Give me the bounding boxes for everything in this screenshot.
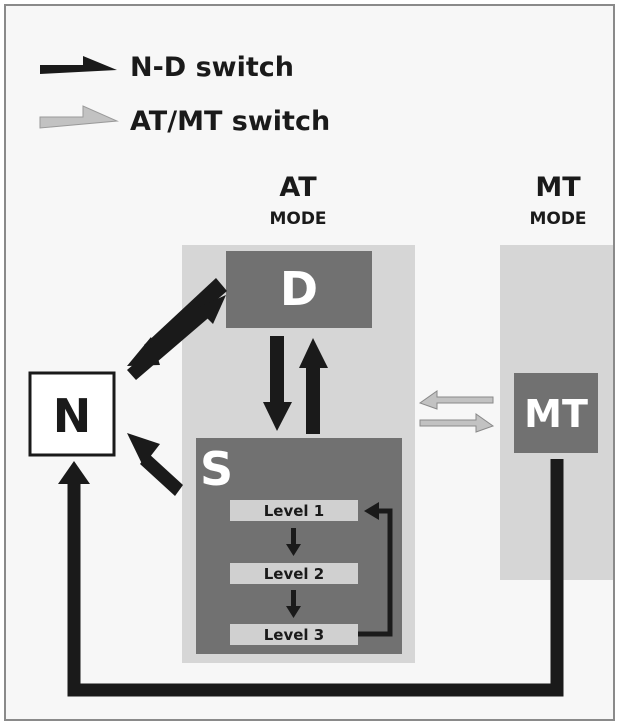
- mt-mode-title: MT: [535, 172, 581, 203]
- s-state-label: S: [200, 442, 233, 496]
- at-mode-title: AT: [279, 172, 317, 203]
- level-2-label: Level 2: [264, 565, 324, 583]
- n-to-d-arrow-icon: [127, 295, 226, 380]
- s-to-d-arrow-icon: [299, 338, 328, 434]
- legend-atmt-label: AT/MT switch: [130, 106, 330, 137]
- level-2-to-3-arrow-icon: [286, 590, 301, 618]
- legend-nd-label: N-D switch: [130, 52, 294, 83]
- level-2-bar: [230, 563, 358, 584]
- level-loop-arrow-icon: [358, 502, 393, 637]
- s-to-n-arrow-icon: [127, 433, 183, 496]
- level-1-to-2-arrow-icon: [286, 528, 301, 556]
- d-state-box: [226, 251, 372, 328]
- legend-atmt-arrow-icon: [39, 105, 119, 129]
- legend-nd-arrow-icon: [40, 56, 117, 74]
- level-1-bar: [230, 500, 358, 521]
- mt-mode-subtitle: MODE: [529, 209, 586, 229]
- at-mt-switch-arrows-icon: [418, 390, 495, 433]
- d-to-s-arrow-icon: [263, 336, 292, 431]
- n-state-box: [28, 371, 116, 457]
- n-state-label: N: [53, 389, 92, 443]
- mt-state-label: MT: [524, 392, 588, 436]
- at-mode-subtitle: MODE: [269, 209, 326, 229]
- mt-state-box: [514, 373, 598, 453]
- level-1-label: Level 1: [264, 502, 324, 520]
- d-state-label: D: [280, 262, 318, 316]
- level-3-label: Level 3: [264, 626, 324, 644]
- level-3-bar: [230, 624, 358, 645]
- mt-to-n-return-arrow-icon: [58, 459, 564, 697]
